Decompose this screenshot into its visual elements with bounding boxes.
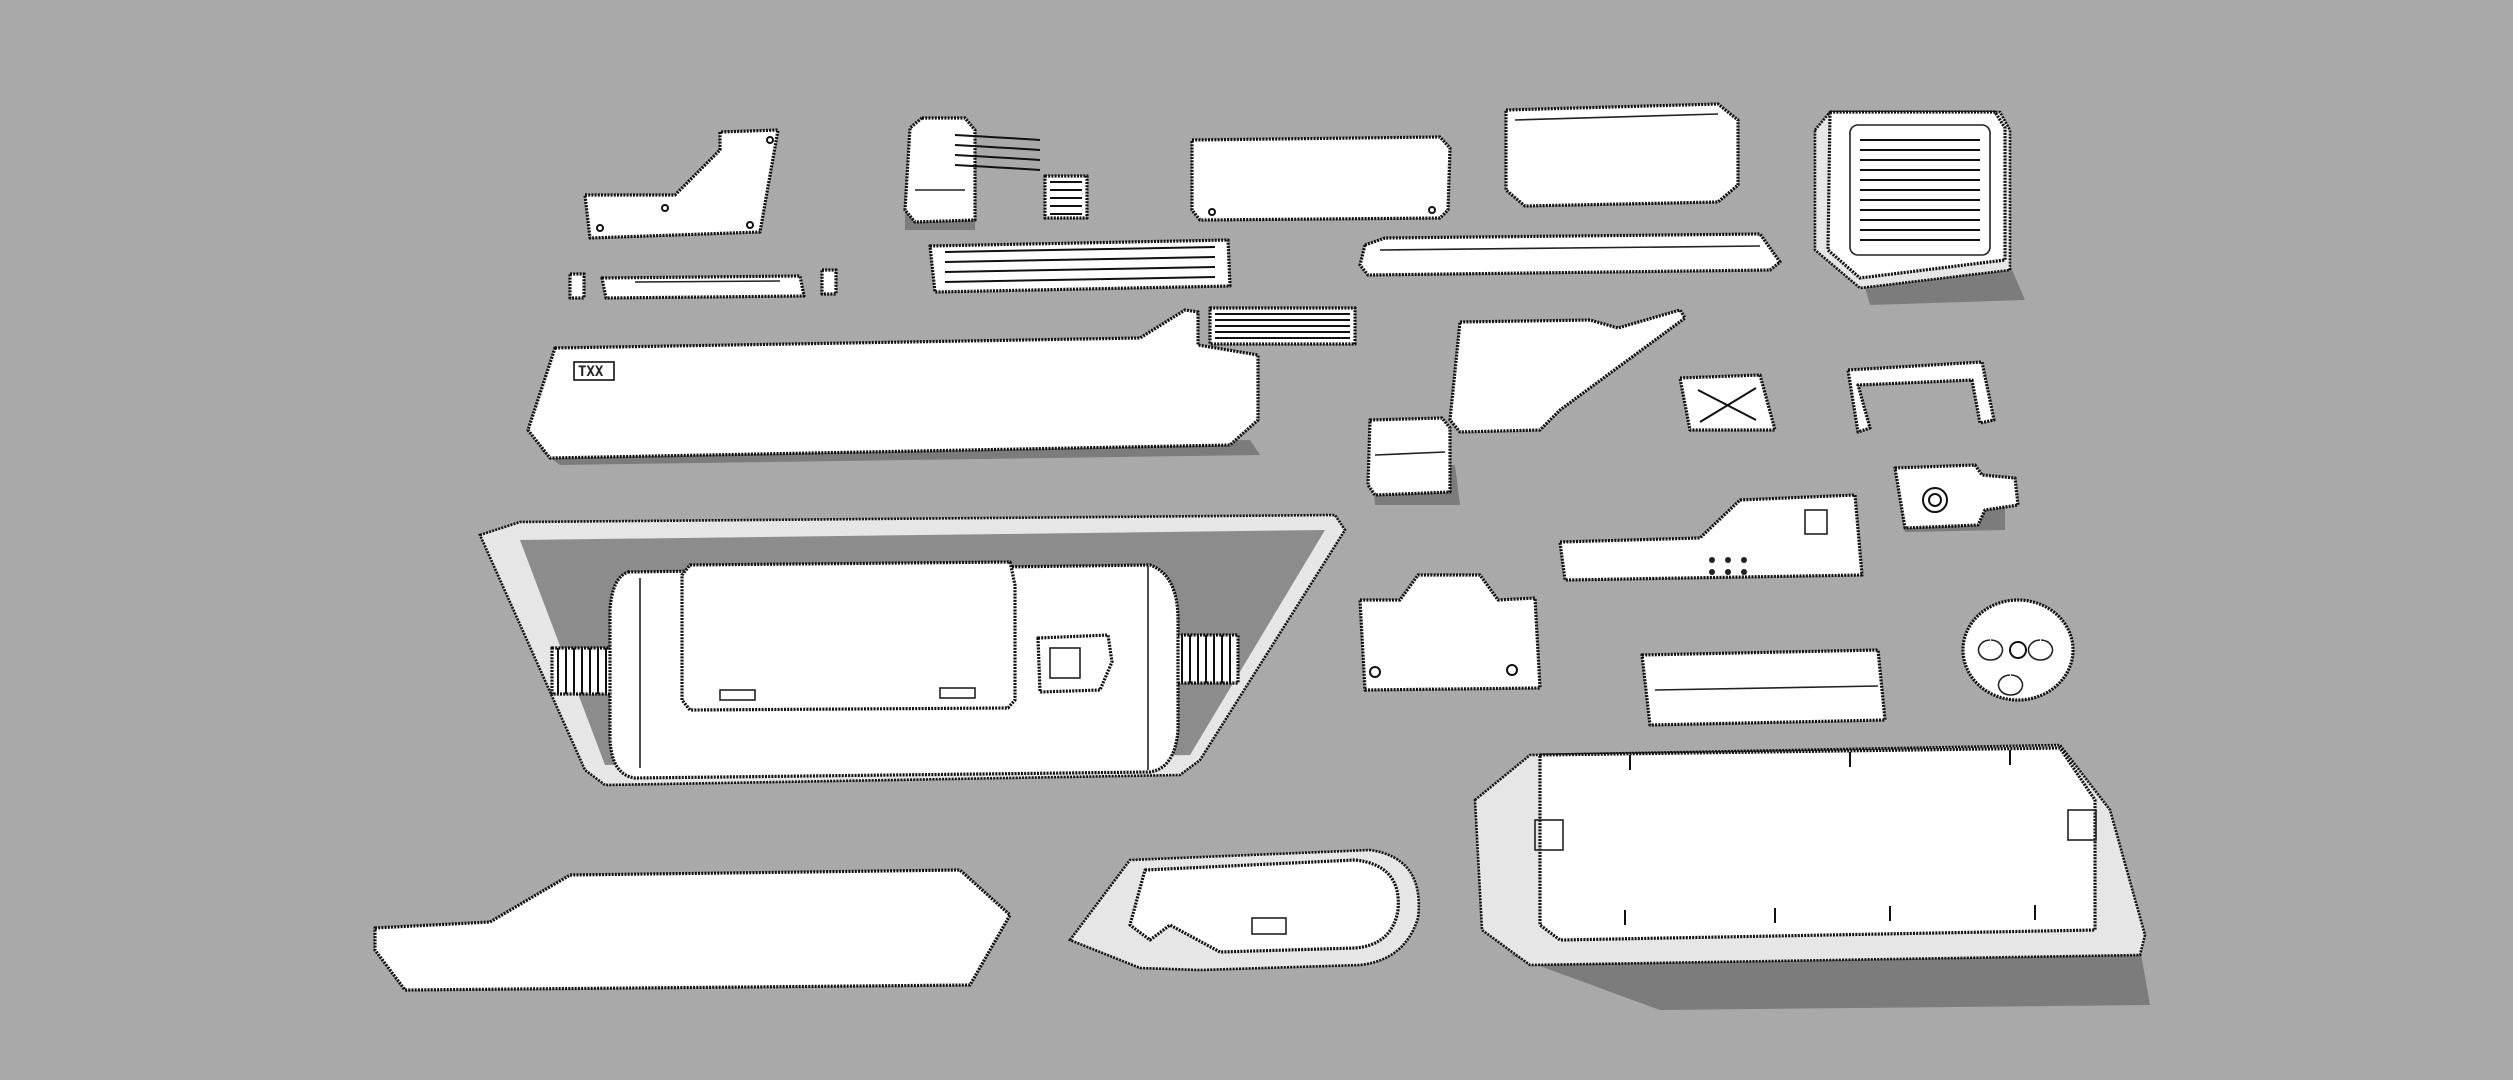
rectangular-cover-plate xyxy=(1190,135,1452,222)
grille-strip xyxy=(928,238,1232,294)
hinge-bracket xyxy=(1893,463,2020,532)
long-rail-cover xyxy=(1358,232,1782,277)
hexagon-cover-plate xyxy=(373,868,1012,992)
vented-housing-box xyxy=(1813,110,2025,305)
connector-port xyxy=(1036,633,1114,694)
bevelled-lid-plate xyxy=(1504,102,1740,208)
control-panel-tray xyxy=(1558,493,1864,582)
notched-plate xyxy=(1358,573,1542,692)
u-bracket xyxy=(1846,360,1996,434)
panel-emboss-label: TXX xyxy=(578,364,604,380)
tapered-sled xyxy=(1067,848,1421,972)
angled-bracket-plate xyxy=(583,128,780,240)
ribbed-vent-block xyxy=(1208,306,1357,346)
l-shaped-plate xyxy=(1448,308,1687,434)
large-base-enclosure xyxy=(1473,743,2150,1010)
small-clip-left xyxy=(568,272,586,300)
cross-marked-tile xyxy=(1678,373,1777,432)
slotted-bracket xyxy=(600,274,806,300)
spring-clip-assembly xyxy=(903,116,1089,230)
cylinder-access-door xyxy=(680,560,1017,712)
long-side-panel: TXX xyxy=(526,308,1260,465)
round-cap xyxy=(1961,598,2075,702)
square-mount xyxy=(1366,416,1460,505)
small-clip-right xyxy=(820,268,838,296)
trough-bracket xyxy=(1640,648,1887,727)
